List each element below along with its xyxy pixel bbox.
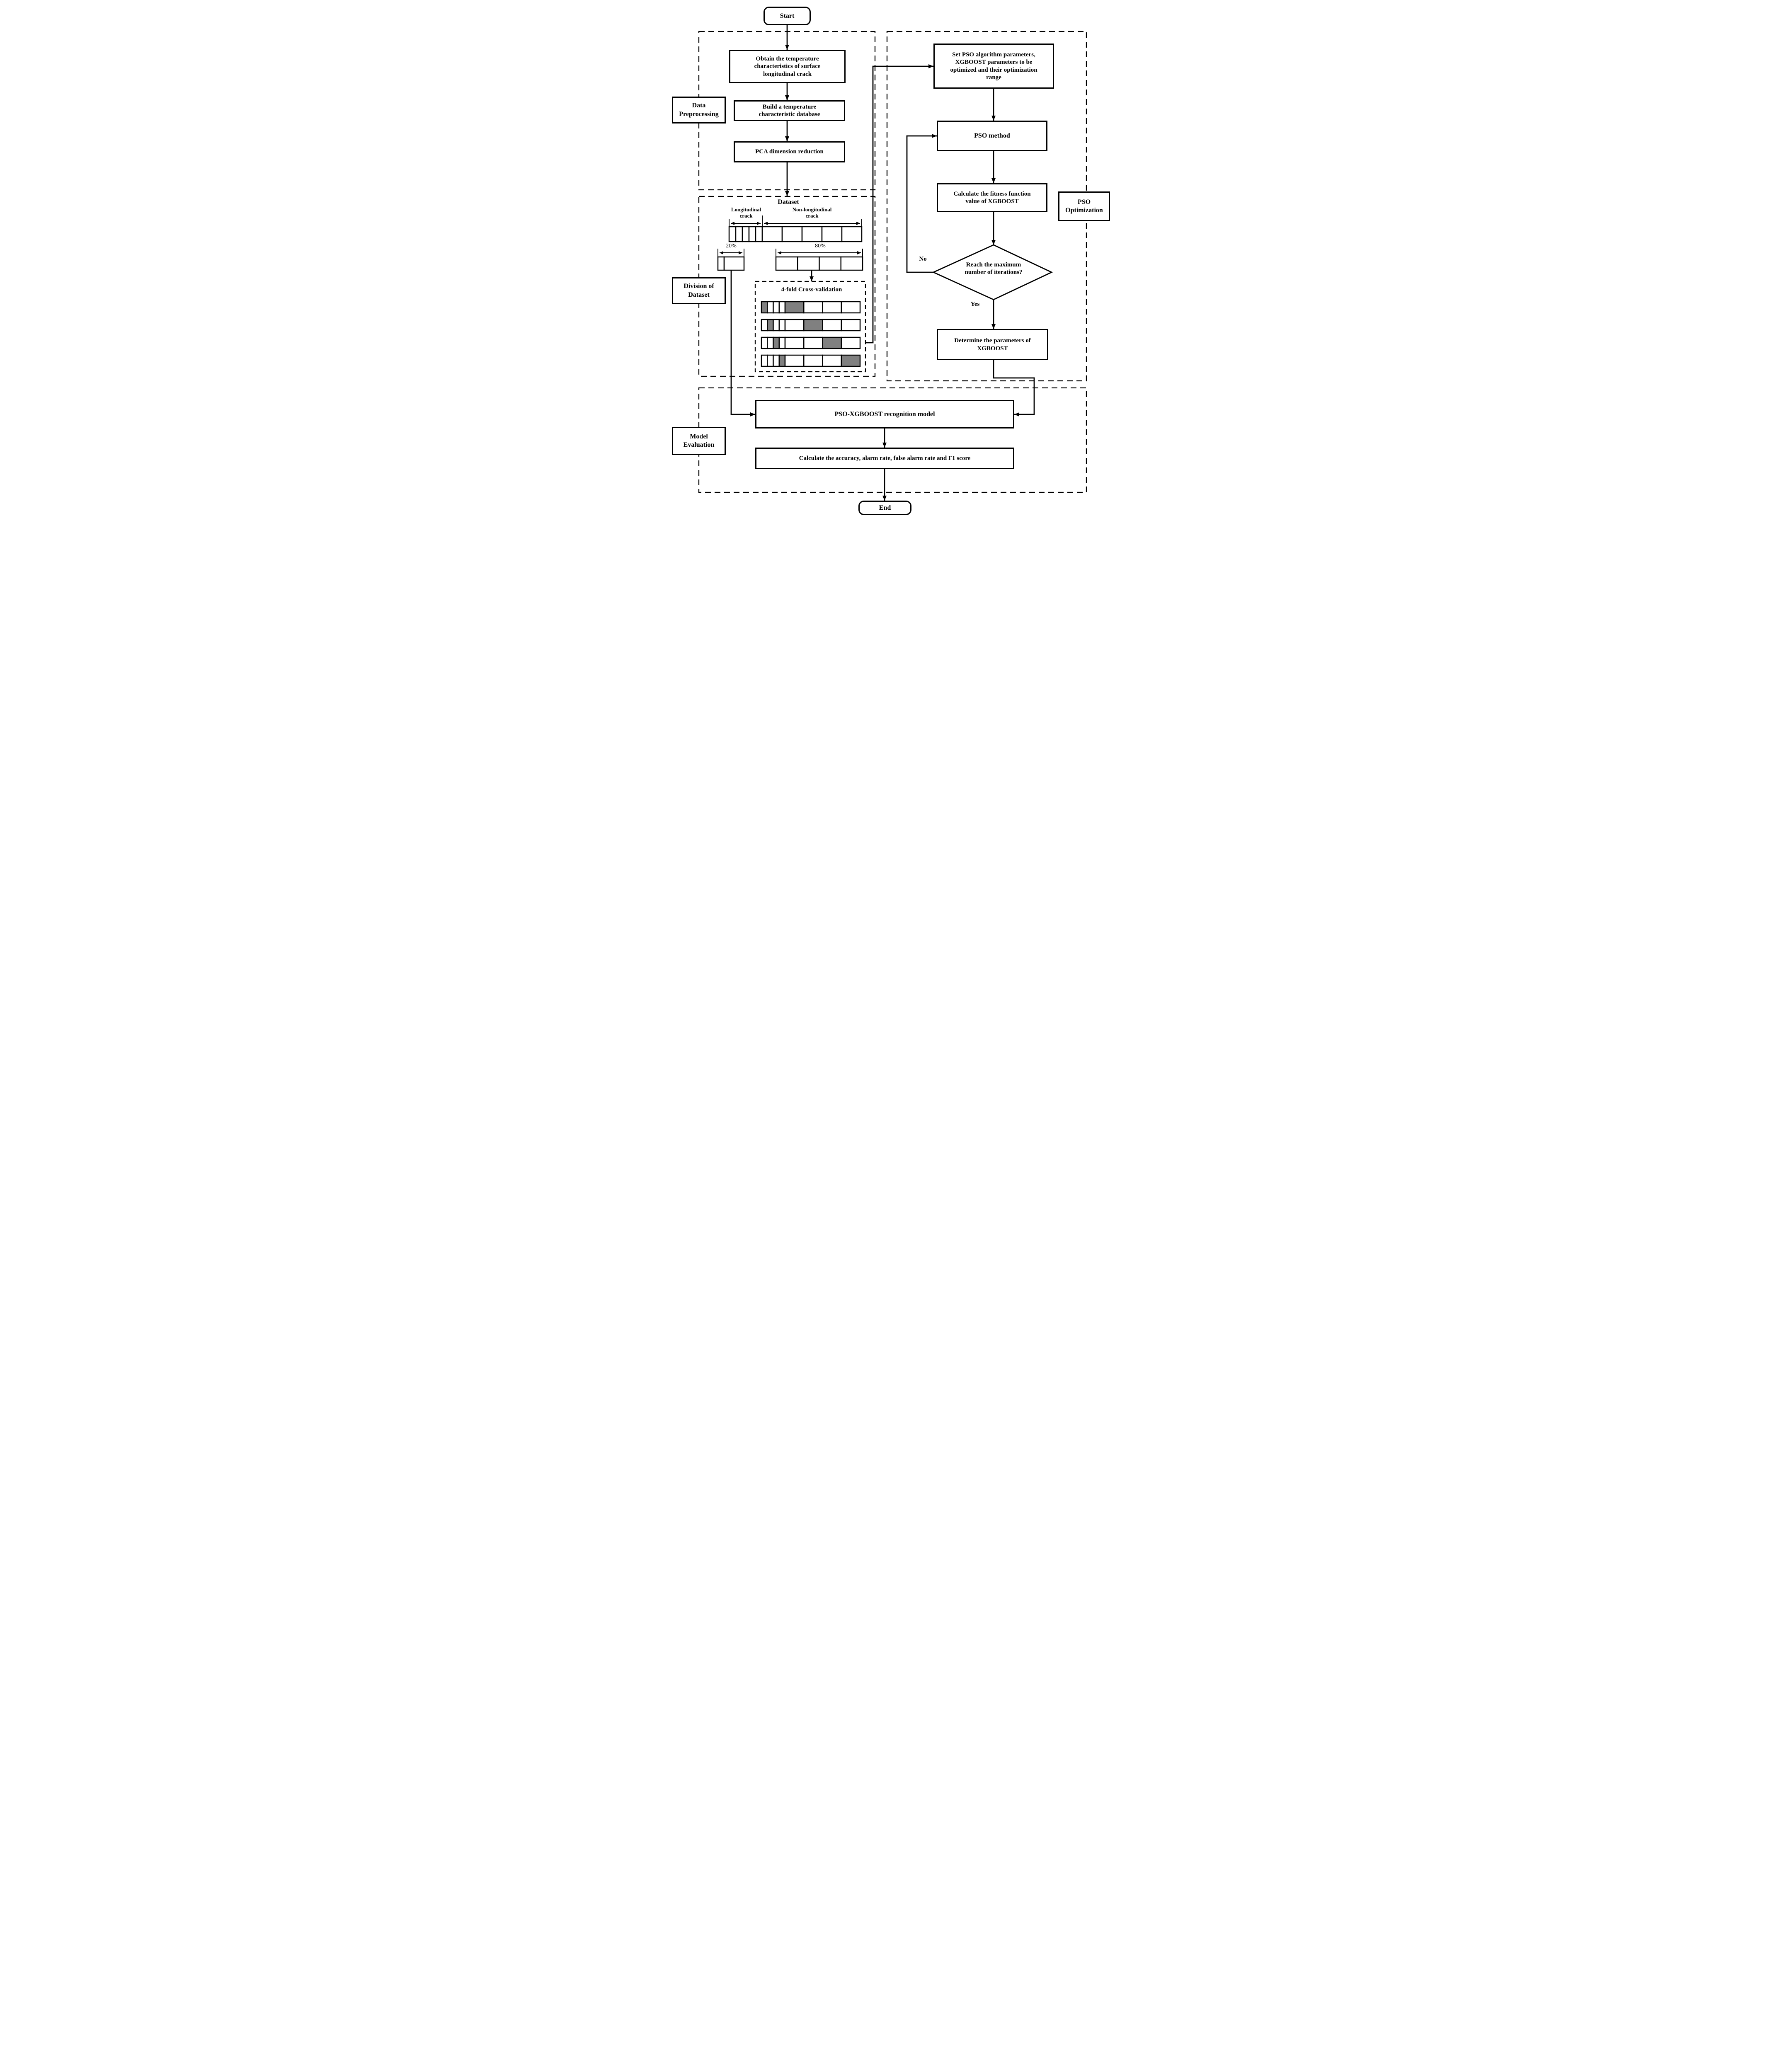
dataset-bars xyxy=(717,226,863,367)
bar-cell xyxy=(767,354,774,367)
bar-cell xyxy=(717,256,725,271)
non-longitudinal-crack-label: Non-longitudinal crack xyxy=(792,206,832,219)
bar-cell xyxy=(821,226,843,242)
flowchart: Start Obtain the temperature characteris… xyxy=(669,0,1115,528)
container-model-evaluation xyxy=(698,387,1087,493)
bar-cell xyxy=(761,336,768,349)
bar-cell xyxy=(775,256,798,271)
bar-cell xyxy=(784,301,805,314)
bar-cell xyxy=(761,226,783,242)
bar-cell xyxy=(781,226,803,242)
bar-cell xyxy=(841,301,861,314)
bar-cell xyxy=(841,226,863,242)
bar-cell xyxy=(803,354,823,367)
bar-cell xyxy=(773,319,780,332)
bar-cell xyxy=(761,354,768,367)
branch-no-label: No xyxy=(919,256,927,262)
bar-cell xyxy=(742,226,750,242)
stage-label-model-evaluation: Model Evaluation xyxy=(672,427,726,455)
stage-label-pso-optimization: PSO Optimization xyxy=(1058,191,1110,221)
pct80-label: 80% xyxy=(815,243,826,249)
bar-cell xyxy=(767,319,774,332)
bar-cell xyxy=(723,256,745,271)
bar-cell xyxy=(748,226,756,242)
bar-cell xyxy=(767,301,774,314)
fitness-node: Calculate the fitness function value of … xyxy=(937,183,1047,212)
bar-cell xyxy=(797,256,820,271)
recognition-model-node: PSO-XGBOOST recognition model xyxy=(755,400,1014,428)
decision-diamond xyxy=(932,244,1053,300)
bar-cell xyxy=(735,226,743,242)
start-node: Start xyxy=(764,7,811,25)
arrow-determine-to-recognition xyxy=(993,360,1035,416)
bar-cell xyxy=(803,319,823,332)
bar-cell xyxy=(773,336,780,349)
bar-cell xyxy=(784,354,805,367)
stage-label-data-preprocessing: Data Preprocessing xyxy=(672,97,726,123)
bar-cell xyxy=(801,226,823,242)
set-pso-parameters-node: Set PSO algorithm parameters, XGBOOST pa… xyxy=(933,44,1054,89)
bar-cell xyxy=(841,336,861,349)
bar-cell xyxy=(778,301,786,314)
bar-cell xyxy=(761,319,768,332)
pso-method-node: PSO method xyxy=(937,121,1047,151)
bar-cell xyxy=(778,319,786,332)
determine-parameters-node: Determine the parameters of XGBOOST xyxy=(937,329,1048,360)
decision-label: Reach the maximum number of iterations? xyxy=(965,261,1023,276)
stage-label-division-of-dataset: Division of Dataset xyxy=(672,277,726,304)
bar-cell xyxy=(822,301,842,314)
dimension-arrows xyxy=(720,222,861,254)
obtain-temperature-node: Obtain the temperature characteristics o… xyxy=(729,50,846,83)
bar-cell xyxy=(773,301,780,314)
bar-cell xyxy=(773,354,780,367)
bar-cell xyxy=(761,301,768,314)
bar-cell xyxy=(819,256,841,271)
arrow-20pct-to-recognition xyxy=(730,270,755,416)
bar-cell xyxy=(778,354,786,367)
bar-cell xyxy=(784,319,805,332)
pct20-label: 20% xyxy=(726,243,737,249)
longitudinal-crack-label: Longitudinal crack xyxy=(731,206,761,219)
container-cross-validation xyxy=(754,281,866,373)
connector-layer xyxy=(698,25,1087,501)
arrow-crossval-to-setpso xyxy=(865,64,933,344)
bar-cell xyxy=(803,301,823,314)
dataset-title: Dataset xyxy=(778,198,799,206)
bar-cell xyxy=(841,319,861,332)
calculate-metrics-node: Calculate the accuracy, alarm rate, fals… xyxy=(755,448,1014,469)
bar-cell xyxy=(755,226,763,242)
bar-cell xyxy=(728,226,737,242)
bar-cell xyxy=(822,319,842,332)
bar-cell xyxy=(778,336,786,349)
end-node: End xyxy=(858,501,911,515)
branch-yes-label: Yes xyxy=(970,301,980,307)
bar-cell xyxy=(841,354,861,367)
build-database-node: Build a temperature characteristic datab… xyxy=(734,100,845,121)
cross-validation-title: 4-fold Cross-validation xyxy=(781,286,842,293)
pca-node: PCA dimension reduction xyxy=(734,141,845,162)
arrow-no-loop xyxy=(906,134,937,273)
bar-cell xyxy=(822,336,842,349)
bar-cell xyxy=(822,354,842,367)
dimension-ticks xyxy=(717,215,863,257)
bar-cell xyxy=(767,336,774,349)
bar-cell xyxy=(784,336,805,349)
bar-cell xyxy=(803,336,823,349)
bar-cell xyxy=(840,256,863,271)
